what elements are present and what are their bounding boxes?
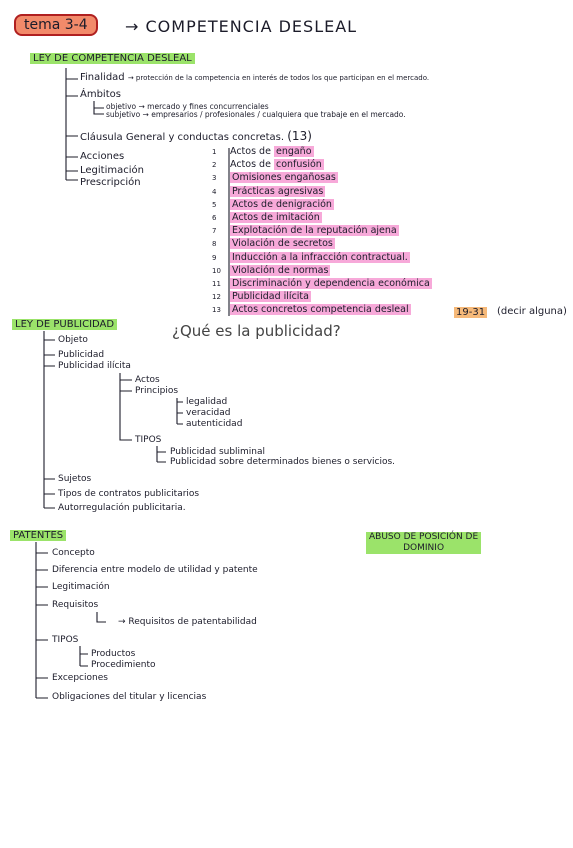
conducta-item: 10 Violación de normas xyxy=(212,264,331,276)
pub-item-objeto: Objeto xyxy=(58,335,88,345)
conducta-item: 6 Actos de imitación xyxy=(212,212,322,223)
articulos-range: 19-31 xyxy=(454,307,488,318)
tipo-procedimiento: Procedimiento xyxy=(91,660,156,670)
tipo-productos: Productos xyxy=(91,649,136,659)
item-clausula: Cláusula General y conductas concretas. … xyxy=(80,129,312,143)
item-finalidad: Finalidad → protección de la competencia… xyxy=(80,72,429,83)
conducta-number: 7 xyxy=(212,227,217,236)
conducta-text: Actos de xyxy=(230,146,274,157)
pat-item-concepto: Concepto xyxy=(52,548,95,558)
conducta-number: 3 xyxy=(212,174,217,183)
conducta-highlight: Actos concretos competencia desleal xyxy=(230,304,411,316)
pub-item-publicidad: Publicidad xyxy=(58,350,105,360)
principio-autenticidad: autenticidad xyxy=(186,419,243,429)
pub-item-ilicita: Publicidad ilícita xyxy=(58,361,131,371)
conducta-number: 10 xyxy=(212,266,221,275)
decir-alguna-note: (decir alguna) xyxy=(497,306,567,317)
principio-legalidad: legalidad xyxy=(186,397,228,407)
pat-item-diferencia: Diferencia entre modelo de utilidad y pa… xyxy=(52,565,258,575)
conducta-number: 13 xyxy=(212,306,221,315)
conducta-item: 4 Prácticas agresivas xyxy=(212,185,326,197)
tema-badge: tema 3-4 xyxy=(14,14,98,36)
conducta-highlight: Actos de imitación xyxy=(230,212,322,223)
conducta-number: 5 xyxy=(212,200,217,209)
conducta-item: 3 Omisiones engañosas xyxy=(212,172,338,184)
patentes-heading: PATENTES xyxy=(10,530,67,541)
page-title: → COMPETENCIA DESLEAL xyxy=(125,17,357,36)
pat-item-obligaciones: Obligaciones del titular y licencias xyxy=(52,692,207,702)
pat-item-legitimacion: Legitimación xyxy=(52,582,110,592)
title-text: COMPETENCIA DESLEAL xyxy=(145,17,358,36)
requisitos-patentabilidad: → Requisitos de patentabilidad xyxy=(118,617,257,627)
pub-item-autorregulacion: Autorregulación publicitaria. xyxy=(58,503,186,513)
conducta-highlight: Violación de secretos xyxy=(230,238,335,250)
abuso-heading: ABUSO DE POSICIÓN DE DOMINIO xyxy=(366,532,482,554)
conducta-text: Actos de xyxy=(230,159,274,171)
conducta-item: 8 Violación de secretos xyxy=(212,238,335,250)
requisitos-arrow: → xyxy=(118,617,129,627)
item-acciones: Acciones xyxy=(80,151,125,162)
conducta-number: 8 xyxy=(212,240,217,249)
requisitos-sub-label: Requisitos de patentabilidad xyxy=(128,617,257,627)
ley-competencia-heading: LEY DE COMPETENCIA DESLEAL xyxy=(30,53,195,64)
conducta-highlight: Publicidad ilícita xyxy=(230,291,311,303)
ambito-objetivo: objetivo → mercado y fines concurrencial… xyxy=(106,102,269,111)
principio-veracidad: veracidad xyxy=(186,408,231,418)
conducta-number: 12 xyxy=(212,293,221,302)
tipos-label: TIPOS xyxy=(135,435,162,445)
conducta-item: 9 Inducción a la infracción contractual. xyxy=(212,251,410,263)
conducta-highlight: Prácticas agresivas xyxy=(230,185,326,197)
tipo-bienes-servicios: Publicidad sobre determinados bienes o s… xyxy=(170,457,396,467)
conducta-highlight: confusión xyxy=(273,159,324,171)
ilicita-actos: Actos xyxy=(135,375,160,385)
conducta-item: 12 Publicidad ilícita xyxy=(212,291,311,303)
abuso-heading-line1: ABUSO DE POSICIÓN DE xyxy=(369,532,479,542)
conducta-item: 13 Actos concretos competencia desleal xyxy=(212,304,411,316)
abuso-heading-line2: DOMINIO xyxy=(403,543,445,553)
clausula-label: Cláusula General y conductas concretas. xyxy=(80,132,285,143)
item-ambitos: Ámbitos xyxy=(80,89,121,100)
conducta-number: 2 xyxy=(212,161,217,170)
conducta-item: 11 Discriminación y dependencia económica xyxy=(212,278,432,289)
pat-item-tipos: TIPOS xyxy=(52,635,79,645)
conducta-highlight: Violación de normas xyxy=(230,264,331,276)
conducta-number: 4 xyxy=(212,187,217,196)
conducta-highlight: engaño xyxy=(273,146,314,157)
conducta-highlight: Discriminación y dependencia económica xyxy=(230,278,432,289)
conducta-number: 9 xyxy=(212,253,217,262)
finalidad-detail: → protección de la competencia en interé… xyxy=(127,74,430,82)
tema-label: tema 3-4 xyxy=(24,17,88,33)
pat-item-requisitos: Requisitos xyxy=(52,600,99,610)
conducta-highlight: Omisiones engañosas xyxy=(230,172,338,184)
conducta-highlight: Explotación de la reputación ajena xyxy=(230,225,399,237)
item-prescripcion: Prescripción xyxy=(80,177,141,188)
item-legitimacion: Legitimación xyxy=(80,165,144,176)
conducta-number: 11 xyxy=(212,280,221,288)
conducta-number: 1 xyxy=(212,148,217,156)
title-arrow: → xyxy=(125,17,140,36)
ilicita-principios: Principios xyxy=(135,386,179,396)
clausula-count: (13) xyxy=(287,129,312,143)
pub-item-contratos: Tipos de contratos publicitarios xyxy=(58,489,200,499)
ley-publicidad-heading: LEY DE PUBLICIDAD xyxy=(12,319,118,330)
pub-item-sujetos: Sujetos xyxy=(58,474,92,484)
tipo-subliminal: Publicidad subliminal xyxy=(170,447,266,457)
conducta-item: 1 Actos de engaño xyxy=(212,146,314,157)
conducta-item: 7 Explotación de la reputación ajena xyxy=(212,225,399,237)
pat-item-excepciones: Excepciones xyxy=(52,673,108,683)
ambito-subjetivo: subjetivo → empresarios / profesionales … xyxy=(106,110,406,119)
conducta-highlight: Inducción a la infracción contractual. xyxy=(230,251,410,263)
conducta-highlight: Actos de denigración xyxy=(230,198,334,210)
finalidad-label: Finalidad xyxy=(80,72,125,83)
conducta-item: 2 Actos de confusión xyxy=(212,159,324,171)
publicidad-question: ¿Qué es la publicidad? xyxy=(172,322,341,340)
conducta-item: 5 Actos de denigración xyxy=(212,198,334,210)
conducta-number: 6 xyxy=(212,214,217,222)
